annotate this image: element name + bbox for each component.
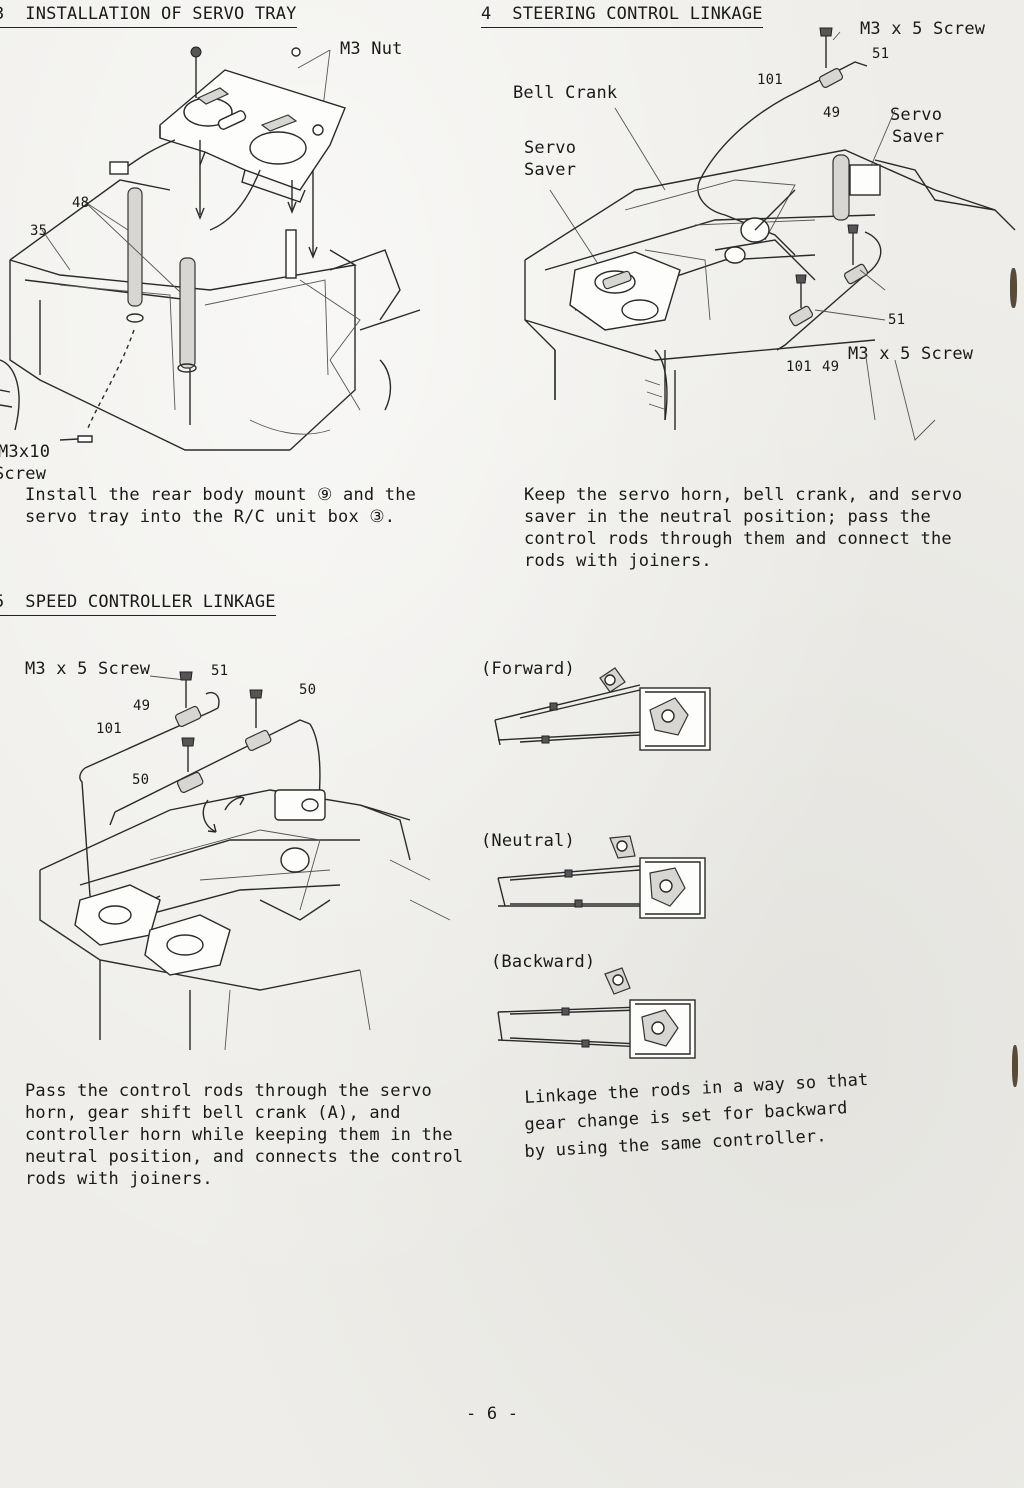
- part-51-speed-label: 51: [211, 663, 229, 679]
- section-5-text-line-5: rods with joiners.: [25, 1169, 213, 1189]
- label-neutral: (Neutral): [481, 831, 575, 851]
- section-3-text-line-2: servo tray into the R/C unit box ③.: [25, 507, 396, 527]
- steering-linkage-illustration: [524, 27, 1016, 441]
- neutral-position-diagram: [497, 835, 706, 919]
- label-servo-saver-left-2: Saver: [524, 160, 577, 180]
- part-50-top-label: 50: [299, 682, 317, 698]
- section-5-text-line-1: Pass the control rods through the servo: [25, 1081, 432, 1101]
- page-number: - 6 -: [466, 1404, 519, 1424]
- label-m3-nut: M3 Nut: [340, 39, 403, 59]
- part-49-top-label: 49: [823, 105, 841, 121]
- label-servo-saver-right-1: Servo: [890, 105, 943, 125]
- speed-controller-illustration: [39, 671, 451, 1051]
- part-51-top-label: 51: [872, 46, 890, 62]
- binding-mark-top: [1010, 268, 1017, 308]
- section-5-heading: 5 SPEED CONTROLLER LINKAGE: [0, 592, 276, 616]
- part-50-lower-label: 50: [132, 772, 150, 788]
- section-3-heading: 3 INSTALLATION OF SERVO TRAY: [0, 4, 297, 28]
- section-4-heading: 4 STEERING CONTROL LINKAGE: [481, 4, 763, 28]
- part-101-bottom-label: 101: [786, 359, 812, 375]
- section-4-text-line-1: Keep the servo horn, bell crank, and ser…: [524, 485, 963, 505]
- part-48-label: 48: [72, 195, 90, 211]
- part-35-label: 35: [30, 223, 48, 239]
- part-101-top-label: 101: [757, 72, 783, 88]
- label-m3x5-bottom: M3 x 5 Screw: [848, 344, 974, 364]
- label-backward: (Backward): [491, 952, 596, 972]
- label-screw: Screw: [0, 464, 47, 484]
- binding-mark-bottom: [1012, 1045, 1018, 1087]
- label-bell-crank: Bell Crank: [513, 83, 618, 103]
- backward-position-diagram: [497, 967, 696, 1059]
- servo-tray-illustration: [0, 46, 421, 451]
- section-3-text-line-1: Install the rear body mount ⑨ and the: [25, 485, 417, 505]
- part-101-speed-label: 101: [96, 721, 122, 737]
- forward-position-diagram: [494, 667, 711, 751]
- part-51-bottom-label: 51: [888, 312, 906, 328]
- label-servo-saver-right-2: Saver: [892, 127, 945, 147]
- section-4-text-line-4: rods with joiners.: [524, 551, 712, 571]
- label-m3x5-speed: M3 x 5 Screw: [25, 659, 151, 679]
- part-49-bottom-label: 49: [822, 359, 840, 375]
- label-forward: (Forward): [481, 659, 575, 679]
- label-m3x5-top: M3 x 5 Screw: [860, 19, 986, 39]
- part-49-speed-label: 49: [133, 698, 151, 714]
- label-servo-saver-left-1: Servo: [524, 138, 577, 158]
- label-m3x10: M3x10: [0, 442, 51, 462]
- section-4-text-line-3: control rods through them and connect th…: [524, 529, 952, 549]
- section-4-text-line-2: saver in the neutral position; pass the: [524, 507, 931, 527]
- section-5-text-line-2: horn, gear shift bell crank (A), and: [25, 1103, 401, 1123]
- section-5-text-line-3: controller horn while keeping them in th…: [25, 1125, 453, 1145]
- section-5-text-line-4: neutral position, and connects the contr…: [25, 1147, 464, 1167]
